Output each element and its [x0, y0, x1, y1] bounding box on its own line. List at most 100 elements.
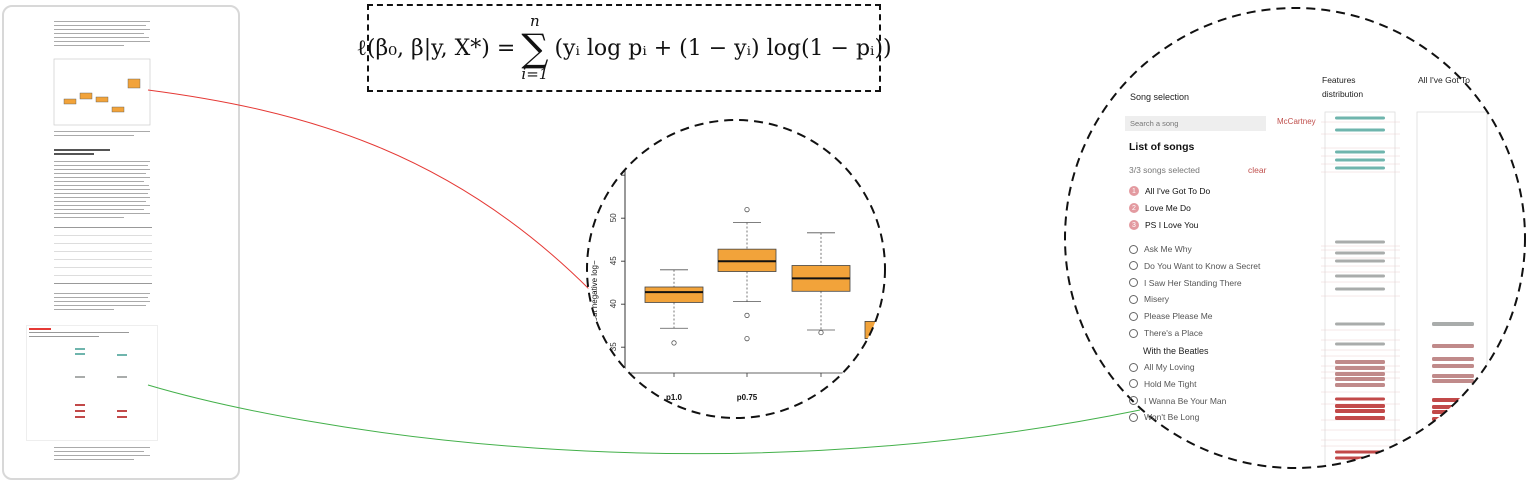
- outlier-point: [744, 207, 750, 213]
- feature-bar: [1335, 404, 1385, 408]
- y-tick-label: 55: [609, 170, 618, 179]
- song-column-frame: [1416, 111, 1488, 468]
- song-feature-bar: [1432, 410, 1474, 414]
- song-title: Do You Want to Know a Secret: [1144, 260, 1261, 271]
- radio-circle-icon[interactable]: [1129, 379, 1138, 389]
- box-p1.0: [644, 286, 704, 303]
- selection-number-badge[interactable]: 1: [1129, 186, 1139, 196]
- selected-song-item[interactable]: 3 PS I Love You: [1129, 220, 1198, 230]
- radio-circle-icon[interactable]: [1129, 294, 1138, 304]
- feature-bar: [1335, 409, 1385, 413]
- radio-circle-icon[interactable]: [1129, 328, 1138, 338]
- feature-bar: [1335, 450, 1385, 454]
- radio-circle-icon[interactable]: [1129, 278, 1138, 288]
- song-title: There's a Place: [1144, 328, 1203, 338]
- equation-rhs: (yᵢ log pᵢ + (1 − yᵢ) log(1 − pᵢ)): [554, 35, 892, 61]
- song-feature-bar: [1432, 398, 1474, 402]
- feature-bar: [1335, 240, 1385, 244]
- song-feature-bar: [1432, 374, 1474, 378]
- feature-bar: [1335, 128, 1385, 132]
- song-ui-zoom-circle: [1064, 7, 1526, 469]
- y-tick-label: 45: [609, 256, 618, 265]
- feature-bar: [1335, 377, 1385, 381]
- selected-song-item[interactable]: 1 All I've Got To Do: [1129, 186, 1210, 196]
- song-list-item[interactable]: I Saw Her Standing There: [1129, 278, 1242, 288]
- song-list-item[interactable]: Do You Want to Know a Secret: [1129, 261, 1260, 271]
- song-list-item[interactable]: All My Loving: [1129, 362, 1195, 372]
- song-title: Hold Me Tight: [1144, 378, 1197, 389]
- feature-bar: [1335, 342, 1385, 346]
- song-title: I Wanna Be Your Man: [1144, 395, 1227, 406]
- partial-box: [864, 320, 885, 339]
- song-title: All My Loving: [1144, 362, 1195, 372]
- radio-circle-icon[interactable]: [1129, 244, 1138, 254]
- song-feature-bar: [1432, 344, 1474, 348]
- y-tick-label: 50: [609, 213, 618, 222]
- features-distribution-heading-line1: Features: [1322, 75, 1356, 85]
- song-title: All I've Got To Do: [1145, 186, 1211, 196]
- list-of-songs-title: List of songs: [1129, 141, 1195, 153]
- green-connector-line: [147, 384, 1141, 455]
- feature-bar: [1335, 366, 1385, 370]
- outlier-point: [744, 336, 750, 342]
- sum-lower-limit: i=1: [521, 65, 549, 83]
- feature-bar: [1335, 416, 1385, 420]
- song-title: Ask Me Why: [1144, 244, 1192, 254]
- song-feature-bar: [1432, 417, 1474, 421]
- feature-bar: [1335, 322, 1385, 326]
- feature-bar: [1335, 397, 1385, 401]
- song-title: Love Me Do: [1145, 203, 1191, 213]
- mini-song-ui: [26, 325, 158, 441]
- feature-bar: [1335, 251, 1385, 255]
- feature-bar: [1335, 383, 1385, 387]
- outlier-point: [671, 340, 677, 346]
- song-list-item[interactable]: Won't Be Long: [1129, 412, 1199, 422]
- x-tick-label: p1.0: [666, 393, 683, 402]
- song-list-item[interactable]: I Wanna Be Your Man: [1129, 396, 1226, 406]
- selection-number-badge[interactable]: 3: [1129, 220, 1139, 230]
- equation-box: ℓ(β₀, β|y, X*) = n ∑ i=1 (yᵢ log pᵢ + (1…: [356, 4, 892, 92]
- song-title: I Saw Her Standing There: [1144, 277, 1242, 288]
- selected-count: 3/3 songs selected: [1129, 165, 1200, 175]
- x-tick-label: p0: [816, 393, 826, 402]
- mini-boxplot: [53, 58, 151, 126]
- song-title: PS I Love You: [1145, 220, 1199, 230]
- feature-bar: [1335, 116, 1385, 120]
- radio-circle-icon[interactable]: [1129, 412, 1138, 422]
- radio-circle-icon[interactable]: [1129, 396, 1138, 406]
- selection-number-badge[interactable]: 2: [1129, 203, 1139, 213]
- song-feature-bar: [1432, 322, 1474, 326]
- outlier-point: [744, 312, 750, 318]
- sum-upper-limit: n: [530, 12, 540, 30]
- clear-button[interactable]: clear: [1248, 165, 1267, 175]
- song-title: Please Please Me: [1144, 311, 1213, 322]
- search-input[interactable]: Search a song: [1125, 116, 1266, 131]
- feature-bar: [1335, 259, 1385, 263]
- feature-bar: [1335, 372, 1385, 376]
- song-feature-bar: [1432, 357, 1474, 361]
- feature-column-frame: [1324, 111, 1396, 468]
- selected-song-item[interactable]: 2 Love Me Do: [1129, 203, 1191, 213]
- song-list-item[interactable]: Ask Me Why: [1129, 244, 1192, 254]
- song-title: Misery: [1144, 294, 1170, 305]
- radio-circle-icon[interactable]: [1129, 362, 1138, 372]
- feature-bar: [1335, 158, 1385, 162]
- feature-bar: [1335, 274, 1385, 278]
- radio-circle-icon[interactable]: [1129, 261, 1138, 271]
- song-selection-heading: Song selection: [1130, 92, 1190, 102]
- equation-lhs: ℓ(β₀, β|y, X*) =: [356, 36, 516, 61]
- radio-circle-icon[interactable]: [1129, 311, 1138, 321]
- feature-bar: [1335, 150, 1385, 154]
- song-column-heading: All I've Got To: [1418, 75, 1471, 85]
- song-list-item[interactable]: Hold Me Tight: [1129, 379, 1196, 389]
- song-list-item[interactable]: Please Please Me: [1129, 311, 1213, 321]
- song-list-item[interactable]: Misery: [1129, 294, 1169, 304]
- feature-bar: [1335, 360, 1385, 364]
- filter-tag[interactable]: McCartney: [1277, 117, 1316, 126]
- feature-bar: [1335, 456, 1385, 460]
- song-title: Won't Be Long: [1144, 412, 1200, 423]
- song-list-item[interactable]: There's a Place: [1129, 328, 1203, 338]
- feature-bar: [1335, 166, 1385, 170]
